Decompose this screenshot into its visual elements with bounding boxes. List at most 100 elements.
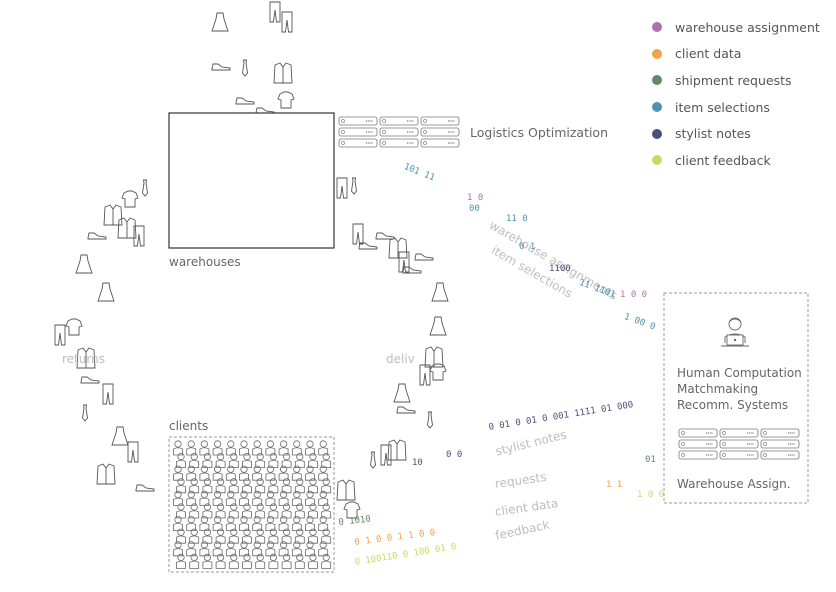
legend-item-warehouse-assignment: warehouse assignment xyxy=(652,14,820,41)
server-icon xyxy=(379,138,419,148)
client-person-icon xyxy=(173,515,183,531)
client-person-icon xyxy=(255,503,266,519)
pants-icon xyxy=(380,444,392,466)
client-person-icon xyxy=(265,515,276,531)
client-person-icon xyxy=(265,490,276,506)
client-person-icon xyxy=(278,490,289,506)
tie-icon xyxy=(370,451,376,469)
client-person-icon xyxy=(215,528,226,544)
client-person-icon xyxy=(318,541,329,557)
client-person-icon xyxy=(321,478,332,494)
shoe-icon xyxy=(396,406,416,414)
client-person-icon xyxy=(199,465,210,481)
client-person-icon xyxy=(278,515,289,531)
client-person-icon xyxy=(294,553,305,569)
client-person-icon xyxy=(318,515,329,531)
client-person-icon xyxy=(281,452,292,469)
client-person-icon xyxy=(255,553,266,569)
bits-item-selections-3: 11 0 xyxy=(506,214,528,224)
client-person-icon xyxy=(202,478,213,494)
client-person-icon xyxy=(186,465,197,481)
client-person-icon xyxy=(321,452,332,469)
legend-item-item-selections: item selections xyxy=(652,94,820,121)
human-computation-box xyxy=(663,292,809,504)
client-person-icon xyxy=(176,452,186,469)
client-person-icon xyxy=(318,490,329,506)
shirt-icon xyxy=(429,363,447,381)
legend-item-stylist-notes: stylist notes xyxy=(652,120,820,147)
shoe-icon xyxy=(87,232,107,240)
server-icon xyxy=(760,439,800,449)
client-person-icon xyxy=(305,515,315,531)
server-icon xyxy=(379,116,419,126)
client-person-icon xyxy=(215,478,226,494)
legend-dot xyxy=(652,48,662,59)
client-person-icon xyxy=(318,440,329,456)
server-icon xyxy=(719,450,759,460)
shoe-icon xyxy=(235,97,255,105)
bits-warehouse-1: 1 0 xyxy=(467,193,484,203)
server-icon xyxy=(719,428,759,438)
bits-item-selections-4: 0 1 xyxy=(519,242,536,252)
client-person-icon xyxy=(308,528,318,544)
client-person-icon xyxy=(239,440,249,456)
warehouses-box xyxy=(168,112,335,249)
client-person-icon xyxy=(199,515,210,531)
client-person-icon xyxy=(212,515,223,531)
legend-dot xyxy=(652,155,662,166)
client-person-icon xyxy=(215,503,226,519)
jacket-icon xyxy=(117,217,137,239)
pants-icon xyxy=(281,11,293,33)
client-person-icon xyxy=(228,553,239,569)
tie-icon xyxy=(82,404,88,422)
shoe-icon xyxy=(414,253,434,261)
legend-dot xyxy=(652,128,662,139)
client-person-icon xyxy=(242,452,252,469)
shirt-icon xyxy=(121,190,139,208)
client-person-icon xyxy=(281,503,292,519)
tie-icon xyxy=(351,177,357,195)
legend-label: client feedback xyxy=(675,152,771,168)
client-person-icon xyxy=(308,553,318,569)
tie-icon xyxy=(142,179,148,197)
client-person-icon xyxy=(242,503,252,519)
client-person-icon xyxy=(186,515,197,531)
client-person-icon xyxy=(242,478,252,494)
returns-label: returns xyxy=(62,352,105,366)
pants-icon xyxy=(336,177,348,199)
client-person-icon xyxy=(278,465,289,481)
client-person-icon xyxy=(268,503,279,519)
dress-icon xyxy=(211,12,229,32)
client-person-icon xyxy=(255,528,266,544)
pants-icon xyxy=(269,1,281,23)
client-person-icon xyxy=(242,553,252,569)
client-person-icon xyxy=(268,528,279,544)
legend-label: shipment requests xyxy=(675,72,792,88)
bits-client-data-2: 1 1 xyxy=(606,480,623,490)
client-person-icon xyxy=(252,490,263,506)
matchmaking-line: Matchmaking xyxy=(677,382,759,396)
client-person-icon xyxy=(212,440,223,456)
dress-icon xyxy=(97,282,115,302)
client-person-icon xyxy=(199,440,210,456)
client-person-icon xyxy=(268,553,279,569)
server-icon xyxy=(678,428,718,438)
client-person-icon xyxy=(291,440,302,456)
client-person-icon xyxy=(173,440,183,456)
shoe-icon xyxy=(80,376,100,384)
legend-item-client-feedback: client feedback xyxy=(652,147,820,174)
bits-item-selections-2: 00 xyxy=(469,204,480,214)
client-person-icon xyxy=(308,478,318,494)
server-icon xyxy=(338,127,378,137)
client-person-icon xyxy=(212,490,223,506)
legend-item-client-data: client data xyxy=(652,41,820,68)
legend-item-shipment-requests: shipment requests xyxy=(652,67,820,94)
client-person-icon xyxy=(225,515,236,531)
client-person-icon xyxy=(225,490,236,506)
client-person-icon xyxy=(294,528,305,544)
client-person-icon xyxy=(199,490,210,506)
client-person-icon xyxy=(173,541,183,557)
client-person-icon xyxy=(202,503,213,519)
client-person-icon xyxy=(239,465,249,481)
client-person-icon xyxy=(281,478,292,494)
